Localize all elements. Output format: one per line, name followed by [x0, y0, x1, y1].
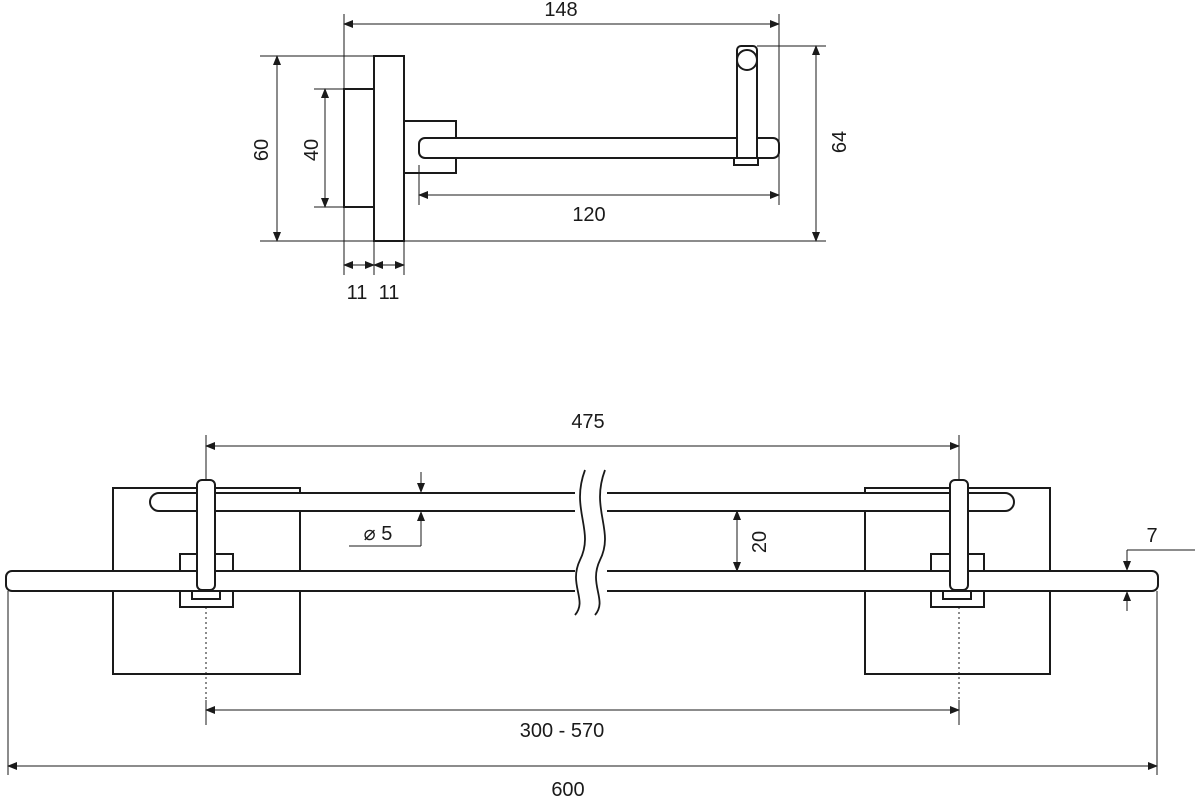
side-view: 148 120 60 40 64 11 11 — [251, 0, 851, 304]
dim-label-11b: 11 — [379, 282, 400, 304]
dim-label-rod-diameter: ⌀ 5 — [364, 523, 393, 545]
dim-label-600: 600 — [551, 779, 584, 800]
dim-label-20: 20 — [749, 531, 771, 553]
break-line-right — [594, 469, 606, 616]
right-post — [949, 479, 969, 591]
dim-label-120: 120 — [572, 204, 605, 226]
dim-label-60: 60 — [251, 139, 273, 161]
post-base — [733, 157, 759, 166]
dim-label-148: 148 — [544, 0, 577, 21]
dim-label-40: 40 — [301, 139, 323, 161]
break-line-left — [574, 469, 586, 616]
inner-block — [343, 88, 375, 208]
dim-label-64: 64 — [829, 131, 851, 153]
post-cap — [736, 49, 758, 71]
dim-label-475: 475 — [571, 411, 604, 433]
front-view: 475 ⌀ 5 20 7 300 - 570 600 — [5, 411, 1195, 800]
arm — [418, 137, 780, 159]
dim-label-300-570: 300 - 570 — [520, 720, 605, 742]
dim-label-7: 7 — [1146, 525, 1157, 547]
left-post — [196, 479, 216, 591]
dim-label-11a: 11 — [347, 282, 368, 304]
wall-plate — [373, 55, 405, 242]
